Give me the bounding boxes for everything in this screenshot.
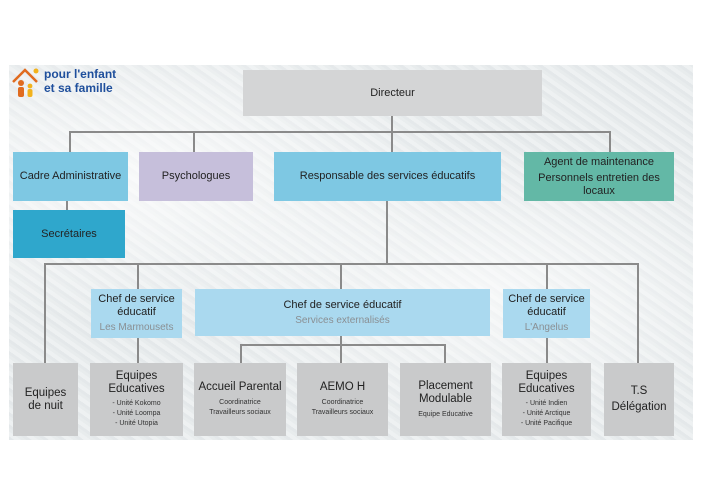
unit-pacifique: - Unité Pacifique [520,420,573,427]
connector [391,131,393,152]
node-chef-marmousets-subtitle: Les Marmousets [99,322,174,333]
node-directeur: Directeur [243,70,542,116]
connector [193,131,195,152]
node-ts-delegation: T.S Délégation [604,363,674,436]
connector [340,336,342,345]
connector [137,338,139,363]
node-chef-angelus-title: Chef de service éducatif [508,293,585,318]
node-chef-externalises-title: Chef de service éducatif [283,298,402,311]
node-psychologues: Psychologues [139,152,253,201]
connector [637,263,639,363]
unit-utopia: - Unité Utopia [115,420,158,427]
accueil-coordinatrice: Coordinatrice [219,399,261,406]
node-responsable-label: Responsable des services éducatifs [299,170,476,182]
connector [546,263,548,289]
node-chef-angelus-subtitle: L'Angelus [524,322,569,333]
node-psychologues-label: Psychologues [161,170,231,182]
node-placement-modulable-title: Placement Modulable [418,379,473,405]
node-agent-line1: Agent de maintenance [543,155,655,168]
placement-equipe-educative: Equipe Educative [418,410,473,418]
aemo-coordinatrice: Coordinatrice [321,399,364,406]
node-aemo-h-title: AEMO H [319,381,366,393]
node-equipes-educatives-1-title: Equipes Educatives [108,370,165,395]
connector [240,344,446,346]
unit-indien: - Unité Indien [525,400,568,407]
association-logo: pour l'enfant et sa famille [10,66,122,102]
unit-kokomo: - Unité Kokomo [112,400,161,407]
node-chef-externalises-subtitle: Services externalisés [295,314,390,326]
node-secretaires: Secrétaires [13,210,125,258]
connector [66,201,68,210]
connector [340,344,342,363]
family-icon [12,68,39,97]
node-aemo-h: AEMO H Coordinatrice Travailleurs sociau… [297,363,388,436]
accueil-travailleurs-sociaux: Travailleurs sociaux [209,409,271,416]
connector [386,201,388,264]
node-equipes-educatives-1: Equipes Educatives - Unité Kokomo - Unit… [90,363,183,436]
node-accueil-parental: Accueil Parental Coordinatrice Travaille… [194,363,286,436]
node-chef-marmousets-title: Chef de service éducatif [98,293,175,318]
node-cadre-administrative: Cadre Administrative [13,152,128,201]
node-directeur-label: Directeur [370,86,415,99]
node-equipes-educatives-2-title: Equipes Educatives [518,370,575,395]
connector [137,263,139,289]
node-responsable-services: Responsable des services éducatifs [274,152,501,201]
connector [69,131,611,133]
node-equipes-nuit: Equipes de nuit [13,363,78,436]
node-chef-angelus: Chef de service éducatif L'Angelus [503,289,590,338]
logo-text-line1: pour l'enfant [44,67,117,81]
connector [609,131,611,152]
connector [69,131,71,152]
connector [391,116,393,132]
logo-text-line2: et sa famille [44,81,113,95]
connector [44,263,46,363]
connector [240,344,242,363]
node-secretaires-label: Secrétaires [41,227,97,240]
unit-loompa: - Unité Loompa [112,410,161,417]
node-delegation-label: Délégation [611,401,667,413]
node-equipes-nuit-label: Equipes de nuit [24,386,67,412]
unit-arctique: - Unité Arctique [522,410,571,417]
node-cadre-administrative-label: Cadre Administrative [19,170,122,182]
aemo-travailleurs-sociaux: Travailleurs sociaux [311,409,374,416]
node-chef-marmousets: Chef de service éducatif Les Marmousets [91,289,182,338]
node-agent-line2: Personnels entretien des locaux [538,171,660,197]
node-equipes-educatives-2: Equipes Educatives - Unité Indien - Unit… [502,363,591,436]
node-chef-externalises: Chef de service éducatif Services extern… [195,289,490,336]
node-ts-label: T.S [630,385,648,397]
connector [546,338,548,363]
node-accueil-parental-title: Accueil Parental [198,381,282,393]
connector [340,263,342,289]
connector [444,344,446,363]
node-agent-maintenance: Agent de maintenance Personnels entretie… [524,152,674,201]
node-placement-modulable: Placement Modulable Equipe Educative [400,363,491,436]
